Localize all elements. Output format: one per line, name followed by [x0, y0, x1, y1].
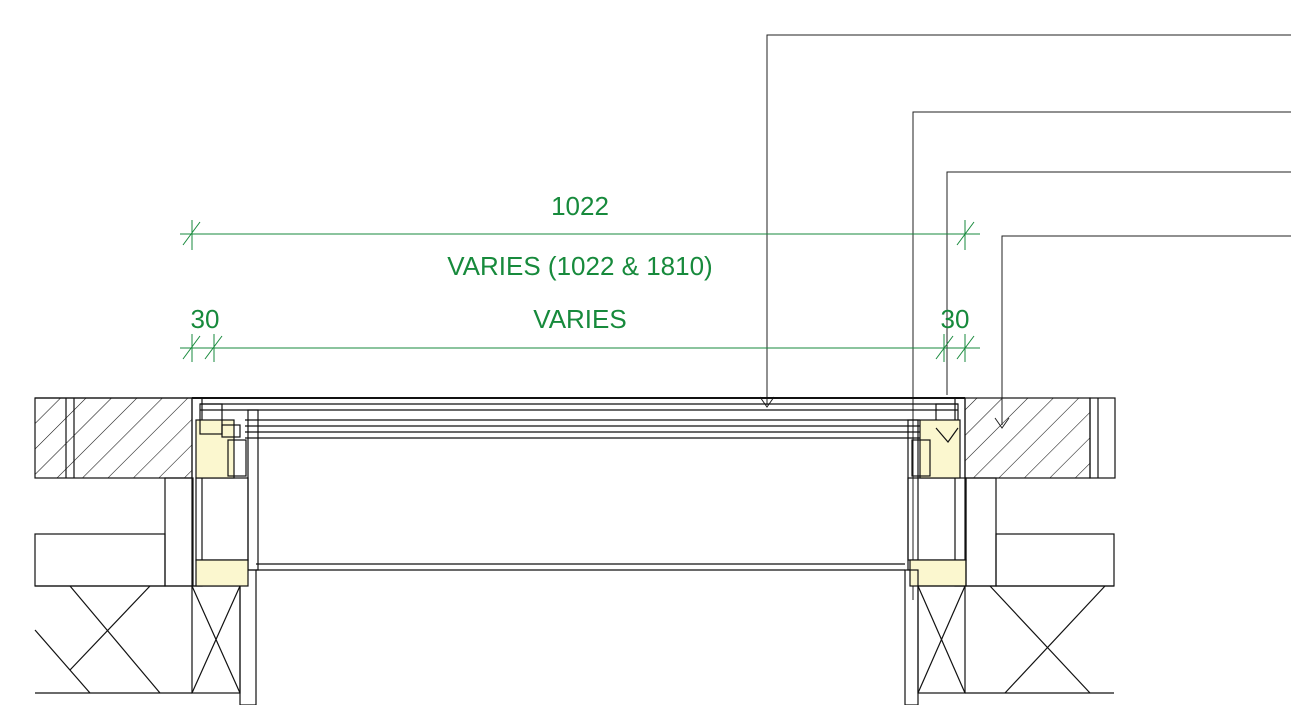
leader-arrow-glazing: [759, 396, 775, 408]
left-frame: [191, 397, 259, 587]
leader-glazing: [766, 34, 1291, 405]
dimension-opening-value: VARIES: [533, 304, 626, 334]
leader-flashing: [946, 171, 1291, 395]
leader-upstand: [1001, 235, 1291, 425]
rooflight-glazing: [192, 397, 965, 571]
right-wall-assembly: [904, 397, 1116, 705]
dimension-opening: 30 VARIES 30: [180, 304, 980, 362]
dimension-overall-note: VARIES (1022 & 1810): [447, 251, 712, 281]
dimension-overall: 1022 VARIES (1022 & 1810): [180, 191, 980, 281]
dimension-right-offset: 30: [941, 304, 970, 334]
dimension-left-offset: 30: [191, 304, 220, 334]
dimension-overall-value: 1022: [551, 191, 609, 221]
leader-lines: [759, 34, 1291, 600]
left-wall-assembly: [34, 397, 257, 705]
leader-frame: [912, 111, 1291, 600]
right-frame: [907, 397, 967, 587]
